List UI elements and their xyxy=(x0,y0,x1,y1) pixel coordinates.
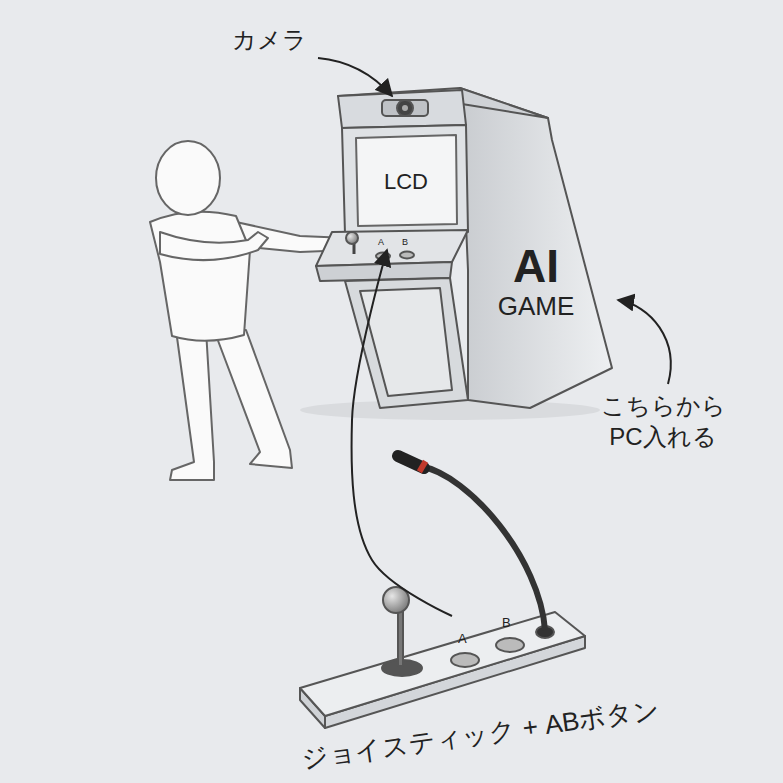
arcade-cabinet xyxy=(316,88,612,408)
person-figure xyxy=(150,212,250,341)
controller-illustration xyxy=(420,465,425,468)
controller-illustration xyxy=(451,653,479,667)
leader-arrows xyxy=(618,300,671,384)
person-figure xyxy=(214,330,292,468)
lcd-screen: LCD xyxy=(358,140,454,224)
arcade-cabinet xyxy=(360,288,452,396)
controller-illustration xyxy=(398,456,424,468)
node-text: B xyxy=(402,238,408,248)
controller-illustration xyxy=(300,456,585,728)
arcade-cabinet xyxy=(356,135,457,226)
controller-illustration xyxy=(398,608,403,666)
arcade-cabinet xyxy=(397,100,413,116)
person-figure xyxy=(160,232,268,260)
leader-arrows xyxy=(318,58,392,96)
arcade-cabinet xyxy=(316,230,468,266)
camera-label: カメラ xyxy=(232,24,307,55)
arcade-cabinet xyxy=(460,88,612,408)
arcade-cabinet xyxy=(342,125,468,234)
cabinet-control-panel: AB xyxy=(372,238,418,250)
controller-panel: AB xyxy=(450,616,520,648)
arcade-cabinet xyxy=(345,278,468,408)
node-text: GAME xyxy=(498,292,575,321)
arcade-cabinet xyxy=(376,253,390,260)
arcade-cabinet xyxy=(346,232,358,244)
node-text: B xyxy=(502,616,511,630)
node-text: AI xyxy=(513,241,559,292)
person-figure xyxy=(150,141,350,480)
leader-arrows xyxy=(318,58,671,384)
controller-illustration xyxy=(496,638,524,652)
arcade-cabinet xyxy=(382,100,428,116)
person-figure xyxy=(170,330,214,480)
pc-slot-note: こちらから PC入れる xyxy=(598,390,728,452)
floor-shadow xyxy=(300,400,600,420)
node-text: LCD xyxy=(384,170,428,194)
cabinet-side-panel: AIGAME xyxy=(480,226,592,336)
controller-illustration xyxy=(383,587,409,613)
controller-illustration xyxy=(420,466,545,630)
arcade-cabinet xyxy=(338,90,466,128)
arcade-cabinet xyxy=(400,252,414,259)
node-text: A xyxy=(458,632,467,646)
person-figure xyxy=(156,141,220,215)
arcade-cabinet xyxy=(402,105,408,111)
node-text: A xyxy=(378,238,384,248)
connector-arrow xyxy=(352,250,452,616)
